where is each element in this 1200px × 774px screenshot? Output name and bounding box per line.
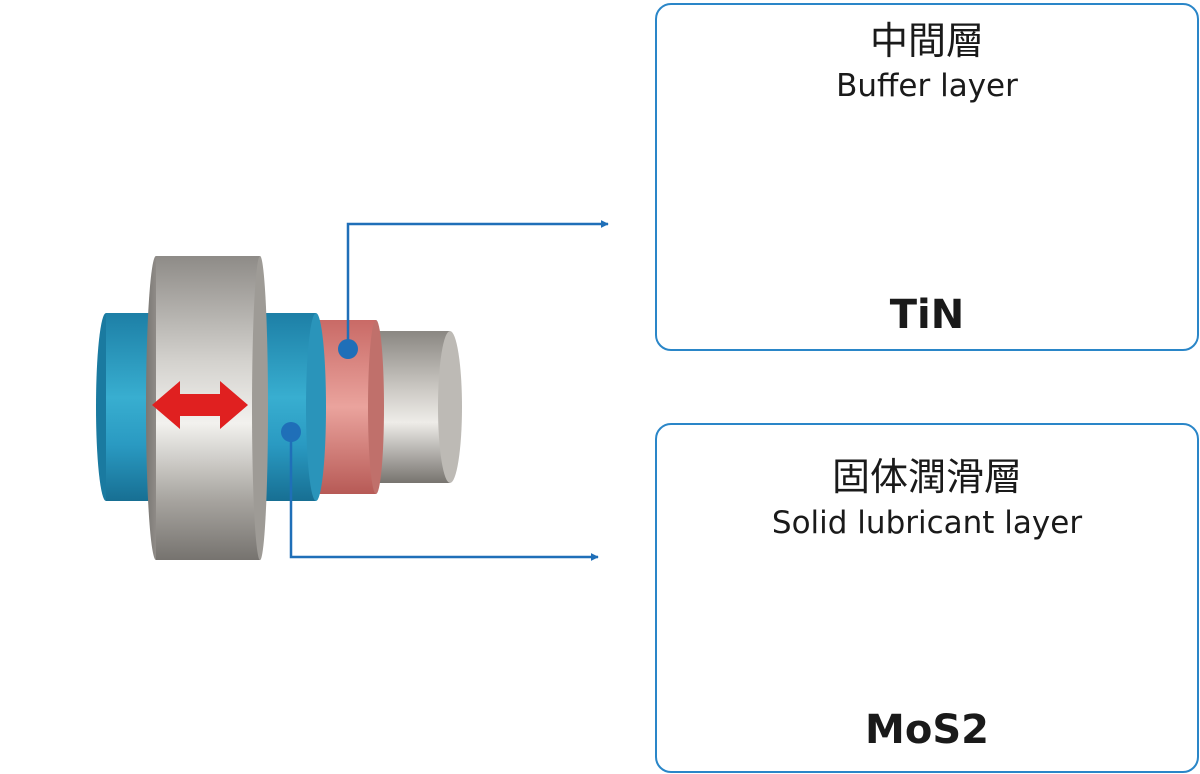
buffer-layer-material: TiN: [889, 292, 965, 338]
shaft: [372, 331, 462, 483]
callout-buffer-layer: [338, 220, 609, 359]
double-headed-arrow-icon: [152, 381, 248, 429]
lubricant-layer-english-label: Solid lubricant layer: [771, 505, 1083, 541]
callout-lubricant-layer: [281, 422, 599, 561]
buffer-layer-japanese-label: 中間層: [869, 19, 984, 63]
buffer-layer-panel: 中間層 Buffer layer TiN: [655, 3, 1199, 351]
bearing-assembly: [96, 256, 462, 560]
lubricant-layer-panel: 固体潤滑層 Solid lubricant layer MoS2: [655, 423, 1199, 773]
buffer-layer-english-label: Buffer layer: [836, 68, 1018, 104]
lubricant-layer-material: MoS2: [865, 707, 989, 753]
lubricant-layer-japanese-label: 固体潤滑層: [831, 455, 1022, 499]
